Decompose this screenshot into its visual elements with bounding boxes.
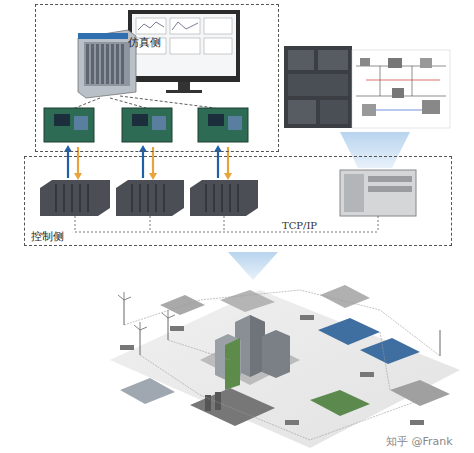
group-title: 控制侧 xyxy=(31,229,64,244)
grid-model xyxy=(284,46,450,128)
signal-arrow xyxy=(64,145,232,180)
monitor xyxy=(128,10,240,93)
group-title: 仿真侧 xyxy=(128,35,161,50)
controller xyxy=(40,180,258,216)
projection-beam xyxy=(228,252,278,280)
dashed-group-box: 控制侧 xyxy=(24,156,452,246)
io-board xyxy=(44,108,248,142)
smart-grid-city xyxy=(110,285,460,448)
watermark: 知乎 @Frank xyxy=(386,434,453,449)
projection-beam xyxy=(340,132,410,168)
dashed-group-box: 仿真侧 xyxy=(35,4,279,152)
industrial-pc xyxy=(340,170,416,216)
network-line xyxy=(75,216,378,232)
pxi-chassis xyxy=(78,30,136,98)
network-label: TCP/IP xyxy=(282,220,317,231)
